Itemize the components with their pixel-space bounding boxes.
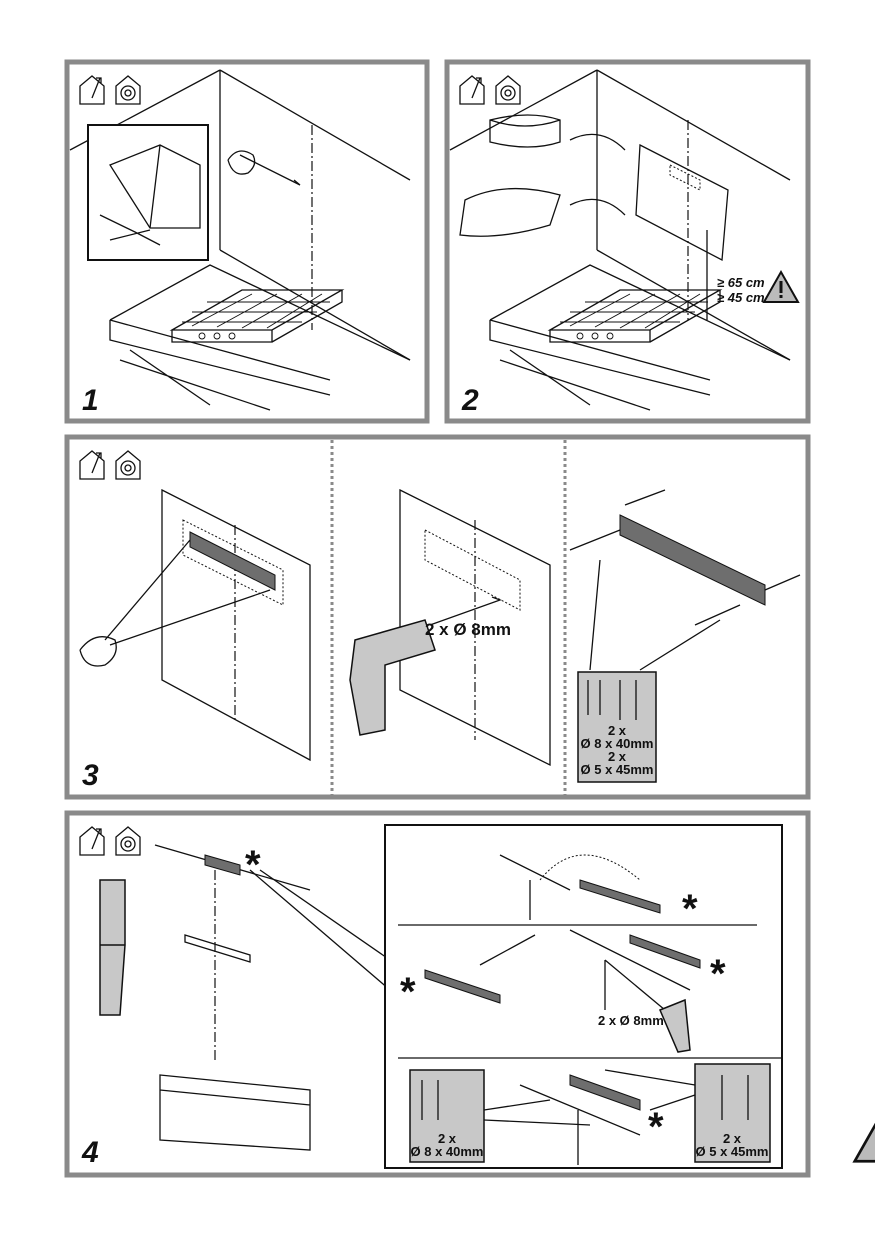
step-4-panel: * * * * 2 x Ø 8mm 2 x Ø 8 x 40mm * 2 x Ø… bbox=[64, 810, 875, 1178]
template bbox=[161, 488, 311, 762]
hand-pencil-icon bbox=[79, 636, 117, 667]
fixings-kit-box bbox=[577, 671, 657, 783]
hood-inset bbox=[87, 124, 209, 261]
svg-text:2: 2 bbox=[461, 384, 479, 417]
step-3-panel: 2 x Ø 8mm 2 x Ø 8 x 40mm 2 x Ø 5 x 45mm … bbox=[64, 434, 811, 800]
svg-text:3: 3 bbox=[82, 759, 99, 792]
svg-text:4: 4 bbox=[81, 1136, 99, 1169]
svg-text:≥ 65 cm: ≥ 65 cm bbox=[717, 275, 765, 290]
svg-text:*: * bbox=[245, 843, 261, 887]
screws-kit-box bbox=[694, 1063, 771, 1163]
svg-text:*: * bbox=[682, 887, 698, 931]
svg-text:2 x Ø 8mm: 2 x Ø 8mm bbox=[425, 620, 511, 639]
svg-text:2 x: 2 x bbox=[438, 1131, 457, 1146]
wall-bracket bbox=[619, 514, 766, 606]
template-sheet bbox=[459, 187, 561, 237]
drill-icon bbox=[659, 998, 691, 1053]
hood-chimney bbox=[99, 879, 126, 1016]
drill-icon bbox=[349, 619, 436, 736]
tape-roll bbox=[489, 114, 561, 148]
svg-text:Ø 8 x 40mm: Ø 8 x 40mm bbox=[411, 1144, 484, 1159]
svg-text:≥ 45 cm: ≥ 45 cm bbox=[717, 290, 765, 305]
hood-drawing bbox=[109, 144, 201, 229]
svg-text:*: * bbox=[400, 970, 416, 1014]
svg-text:Ø 5 x 45mm: Ø 5 x 45mm bbox=[696, 1144, 769, 1159]
warning-triangle-icon bbox=[763, 271, 799, 303]
svg-text:Ø 5 x 45mm: Ø 5 x 45mm bbox=[581, 762, 654, 777]
svg-text:*: * bbox=[710, 952, 726, 996]
placement-arrows bbox=[569, 133, 626, 216]
wall-corner bbox=[69, 69, 411, 361]
svg-text:2 x: 2 x bbox=[608, 723, 627, 738]
bracket-outline bbox=[189, 531, 276, 591]
svg-text:2 x: 2 x bbox=[608, 749, 627, 764]
svg-text:2 x: 2 x bbox=[723, 1131, 742, 1146]
step-2-panel: ≥ 65 cm ≥ 45 cm 2 bbox=[444, 59, 811, 424]
step-1-panel: 1 bbox=[64, 59, 430, 424]
svg-text:Ø 8 x 40mm: Ø 8 x 40mm bbox=[581, 736, 654, 751]
warning-triangle-icon bbox=[853, 1119, 875, 1163]
svg-text:*: * bbox=[648, 1105, 664, 1149]
step-number: 1 bbox=[82, 384, 99, 417]
pencil-icon bbox=[479, 934, 536, 966]
hand-icon bbox=[227, 150, 256, 175]
svg-text:2 x Ø 8mm: 2 x Ø 8mm bbox=[598, 1013, 664, 1028]
paper-template bbox=[635, 143, 729, 262]
pencil-arrow bbox=[239, 154, 301, 186]
